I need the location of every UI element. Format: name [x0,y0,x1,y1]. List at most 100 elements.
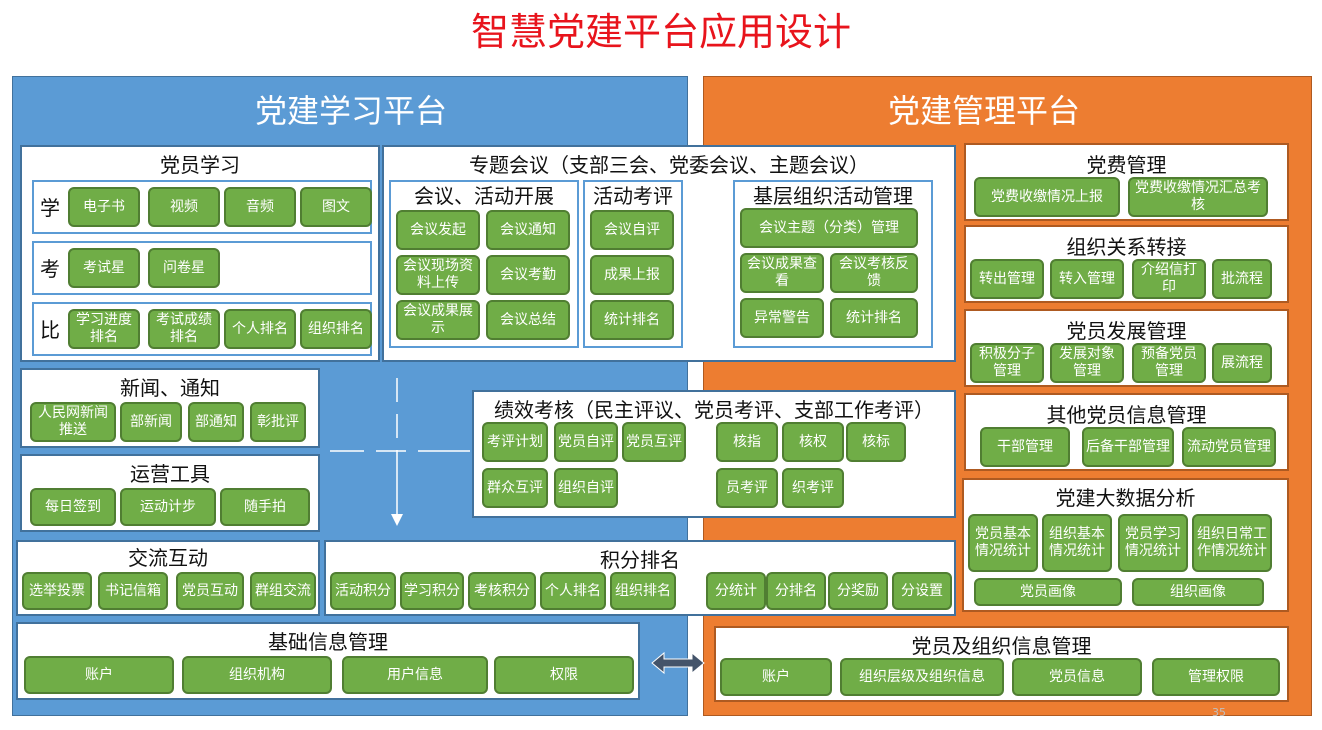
activist-mgmt-button[interactable]: 积极分子管理 [970,343,1044,383]
org-assess-button[interactable]: 织考评 [782,468,844,508]
probationary-mgmt-button[interactable]: 预备党员管理 [1132,343,1206,383]
results-report-button[interactable]: 成果上报 [590,255,674,295]
eval-plan-button[interactable]: 考评计划 [482,422,548,462]
party-fee-section: 党费管理 党费收缴情况上报 党费收缴情况汇总考核 [964,143,1289,221]
member-basic-stats-button[interactable]: 党员基本情况统计 [968,514,1038,572]
ops-tools-section: 运营工具 每日签到 运动计步 随手拍 [20,454,320,532]
commend-criticize-button[interactable]: 彰批评 [250,402,306,442]
permission-button[interactable]: 权限 [494,656,634,694]
member-self-eval-button[interactable]: 党员自评 [554,422,618,462]
assess-standard-button[interactable]: 核标 [846,422,906,462]
section-title: 党员发展管理 [1066,319,1187,343]
org-transfer-section: 组织关系转接 转出管理 转入管理 介绍信打印 批流程 [964,225,1289,303]
meeting-results-button[interactable]: 会议成果展示 [396,300,480,340]
meeting-upload-button[interactable]: 会议现场资料上传 [396,255,480,295]
member-study-stats-button[interactable]: 党员学习情况统计 [1118,514,1188,572]
fee-report-button[interactable]: 党费收缴情况上报 [974,177,1120,217]
section-title: 交流互动 [128,546,208,570]
transfer-out-button[interactable]: 转出管理 [970,259,1044,299]
news-notice-section: 新闻、通知 人民网新闻推送 部新闻 部通知 彰批评 [20,368,320,448]
member-interaction-button[interactable]: 党员互动 [176,572,244,610]
exam-star-button[interactable]: 考试星 [68,248,140,288]
member-info-button[interactable]: 党员信息 [1012,658,1142,696]
graphic-text-button[interactable]: 图文 [300,187,372,227]
anomaly-warning-button[interactable]: 异常警告 [740,298,824,338]
personal-rank-button[interactable]: 个人排名 [224,309,296,349]
activity-points-button[interactable]: 活动积分 [330,572,396,610]
org-hierarchy-button[interactable]: 组织层级及组织信息 [840,658,1004,696]
meeting-attendance-button[interactable]: 会议考勤 [486,255,570,295]
audio-button[interactable]: 音频 [224,187,296,227]
learning-platform-title: 党建学习平台 [254,92,447,130]
member-mutual-eval-button[interactable]: 党员互评 [622,422,686,462]
meeting-initiate-button[interactable]: 会议发起 [396,210,480,250]
fee-summary-button[interactable]: 党费收缴情况汇总考核 [1128,177,1268,217]
section-title: 积分排名 [600,548,680,572]
snapshot-button[interactable]: 随手拍 [220,488,310,526]
video-button[interactable]: 视频 [148,187,220,227]
org-basic-stats-button[interactable]: 组织基本情况统计 [1042,514,1112,572]
meeting-summary-button[interactable]: 会议总结 [486,300,570,340]
mobile-member-button[interactable]: 流动党员管理 [1182,427,1276,467]
basic-info-section: 基础信息管理 账户 组织机构 用户信息 权限 [16,622,640,700]
org-structure-button[interactable]: 组织机构 [182,656,332,694]
org-self-eval-button[interactable]: 组织自评 [554,468,618,508]
member-portrait-button[interactable]: 党员画像 [974,578,1122,606]
basic-account-button[interactable]: 账户 [24,656,174,694]
meeting-notice-button[interactable]: 会议通知 [486,210,570,250]
dept-news-button[interactable]: 部新闻 [120,402,182,442]
mgmt-permission-button[interactable]: 管理权限 [1152,658,1280,696]
intro-letter-print-button[interactable]: 介绍信打印 [1132,259,1206,299]
big-data-section: 党建大数据分析 党员基本情况统计 组织基本情况统计 党员学习情况统计 组织日常工… [962,478,1289,612]
meeting-self-eval-button[interactable]: 会议自评 [590,210,674,250]
member-development-section: 党员发展管理 积极分子管理 发展对象管理 预备党员管理 展流程 [964,309,1289,387]
org-ranking-button[interactable]: 组织排名 [610,572,676,610]
points-stats-button[interactable]: 分统计 [706,572,766,610]
assess-points-button[interactable]: 考核积分 [468,572,536,610]
user-info-button[interactable]: 用户信息 [342,656,488,694]
meeting-results-view-button[interactable]: 会议成果查看 [740,253,824,293]
reserve-cadre-button[interactable]: 后备干部管理 [1082,427,1174,467]
dept-notice-button[interactable]: 部通知 [188,402,244,442]
dev-target-mgmt-button[interactable]: 发展对象管理 [1050,343,1124,383]
section-title: 新闻、通知 [120,376,220,400]
ebook-button[interactable]: 电子书 [68,187,140,227]
grassroots-stats-rank-button[interactable]: 统计排名 [830,298,918,338]
assess-weight-button[interactable]: 核权 [782,422,844,462]
stats-rank-button[interactable]: 统计排名 [590,300,674,340]
survey-star-button[interactable]: 问卷星 [148,248,220,288]
masses-mutual-eval-button[interactable]: 群众互评 [482,468,548,508]
exam-score-rank-button[interactable]: 考试成绩排名 [148,309,220,349]
party-member-study-section: 党员学习 学 电子书 视频 音频 图文 考 考试星 问卷星 比 学习进度排名 考… [20,145,380,362]
study-progress-rank-button[interactable]: 学习进度排名 [68,309,140,349]
meeting-activity-group: 会议、活动开展 会议发起 会议通知 会议现场资料上传 会议考勤 会议成果展示 会… [389,180,579,348]
people-news-button[interactable]: 人民网新闻推送 [30,402,116,442]
study-row-compare: 比 学习进度排名 考试成绩排名 个人排名 组织排名 [32,302,372,356]
row-label: 比 [40,318,60,342]
org-portrait-button[interactable]: 组织画像 [1132,578,1264,606]
member-assess-button[interactable]: 员考评 [716,468,778,508]
group-chat-button[interactable]: 群组交流 [250,572,316,610]
meeting-topic-button[interactable]: 会议主题（分类）管理 [740,208,918,248]
secretary-mailbox-button[interactable]: 书记信箱 [98,572,168,610]
approval-flow-button[interactable]: 批流程 [1212,259,1272,299]
election-vote-button[interactable]: 选举投票 [22,572,92,610]
dev-flow-button[interactable]: 展流程 [1212,343,1272,383]
daily-checkin-button[interactable]: 每日签到 [30,488,116,526]
assess-indicator-button[interactable]: 核指 [716,422,778,462]
cadre-mgmt-button[interactable]: 干部管理 [980,427,1070,467]
study-points-button[interactable]: 学习积分 [400,572,464,610]
points-rank-button[interactable]: 分排名 [766,572,826,610]
personal-ranking-button[interactable]: 个人排名 [540,572,606,610]
group-title: 活动考评 [593,184,673,208]
org-daily-work-stats-button[interactable]: 组织日常工作情况统计 [1192,514,1272,572]
org-rank-button[interactable]: 组织排名 [300,309,372,349]
points-settings-button[interactable]: 分设置 [892,572,952,610]
meeting-feedback-button[interactable]: 会议考核反馈 [830,253,918,293]
step-counter-button[interactable]: 运动计步 [120,488,216,526]
transfer-in-button[interactable]: 转入管理 [1050,259,1124,299]
points-reward-button[interactable]: 分奖励 [828,572,888,610]
performance-section: 绩效考核（民主评议、党员考评、支部工作考评） 考评计划 党员自评 党员互评 群众… [472,390,956,518]
section-title: 党员及组织信息管理 [911,634,1092,658]
mgmt-account-button[interactable]: 账户 [720,658,832,696]
